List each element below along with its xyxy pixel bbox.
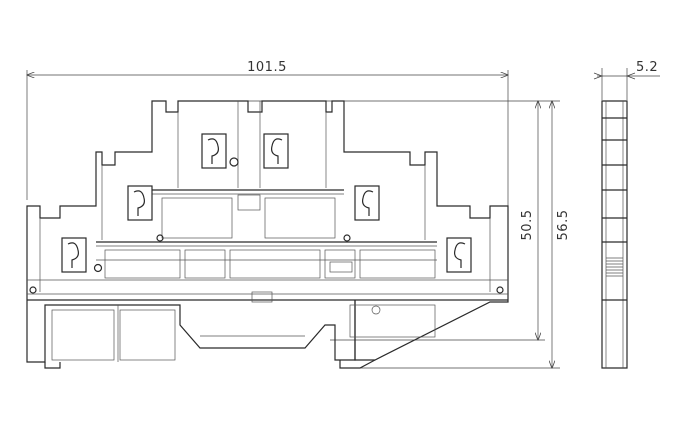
side-width-label: 5.2 — [636, 60, 658, 75]
side-view-hatching — [606, 257, 623, 277]
inner-height-label: 50.5 — [520, 210, 535, 241]
clamp-mid-left — [127, 185, 153, 221]
side-view — [601, 100, 628, 369]
overall-height-label: 56.5 — [556, 210, 571, 241]
clamp-top-right — [263, 133, 289, 169]
dimension-overall-width: 101.5 — [27, 60, 508, 280]
clamp-low-right — [446, 237, 472, 273]
base-rail — [26, 300, 356, 363]
front-view — [26, 100, 509, 369]
front-outline — [26, 100, 509, 300]
dimension-side-width: 5.2 — [593, 60, 660, 100]
clamp-low-left — [61, 237, 103, 273]
dimension-heights: 50.5 56.5 — [245, 101, 571, 368]
clamp-mid-right — [354, 185, 380, 221]
overall-width-label: 101.5 — [247, 60, 287, 75]
clamp-top-left — [201, 133, 239, 169]
